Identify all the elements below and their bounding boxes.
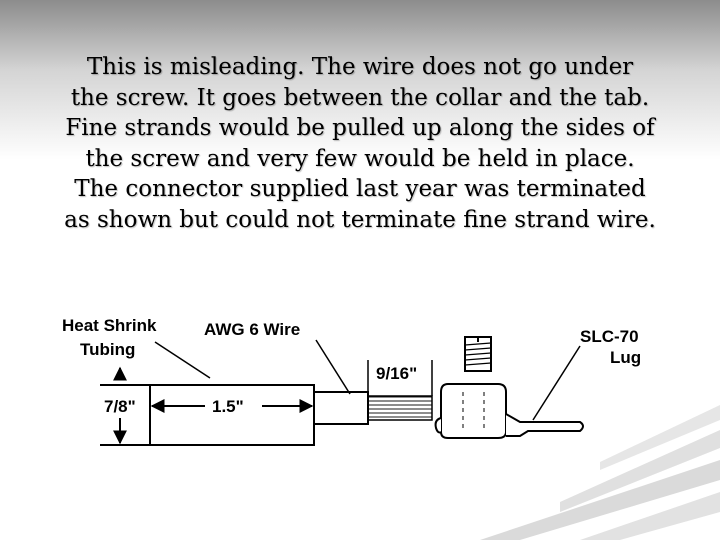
lug-tab	[505, 413, 584, 437]
lug-label-line2: Lug	[610, 348, 641, 367]
slide-paragraph: This is misleading. The wire does not go…	[20, 52, 700, 235]
bare-wire-strands	[367, 395, 433, 421]
heat-shrink-leader-line	[154, 341, 211, 379]
wire-label: AWG 6 Wire	[204, 320, 300, 339]
lug-leader-line	[532, 345, 581, 421]
wire-insulation	[313, 391, 369, 425]
length-label: 1.5"	[212, 397, 244, 416]
diameter-label: 7/8"	[104, 397, 136, 416]
heat-shrink-label-line2: Tubing	[80, 340, 135, 359]
lug-collar	[440, 383, 507, 439]
wire-leader-line	[315, 339, 351, 395]
heat-shrink-label-line1: Heat Shrink	[62, 316, 157, 335]
lug-label-line1: SLC-70	[580, 327, 639, 346]
paragraph-line: Fine strands would be pulled up along th…	[65, 115, 655, 141]
paragraph-line: as shown but could not terminate fine st…	[64, 206, 656, 233]
paragraph-line: This is misleading. The wire does not go…	[86, 54, 634, 80]
paragraph-line: The connector supplied last year was ter…	[74, 176, 646, 202]
paragraph-line: the screw. It goes between the collar an…	[70, 84, 650, 111]
slc70-lug	[434, 336, 584, 439]
lug-nub	[434, 417, 442, 434]
heat-shrink-tubing	[149, 384, 315, 446]
paragraph-line: the screw and very few would be held in …	[85, 145, 635, 172]
strip-length-label: 9/16"	[376, 364, 417, 383]
